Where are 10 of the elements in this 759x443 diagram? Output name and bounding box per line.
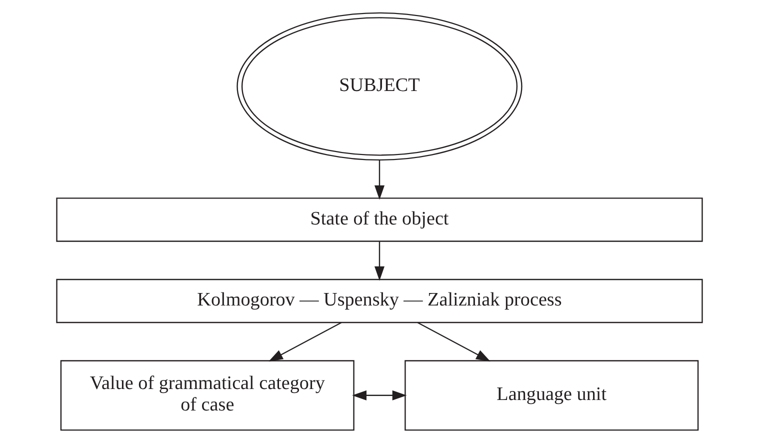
- arrow: [268, 322, 342, 362]
- node-box: Language unit: [404, 360, 699, 431]
- arrow: [374, 160, 385, 200]
- node-box: Value of grammatical category of case: [60, 360, 354, 431]
- arrow: [417, 322, 490, 362]
- arrow: [374, 242, 385, 281]
- node-box: Kolmogorov — Uspensky — Zalizniak process: [56, 278, 703, 324]
- node-box: State of the object: [56, 198, 703, 242]
- arrow: [352, 390, 407, 400]
- node-ellipse: SUBJECT: [236, 12, 522, 161]
